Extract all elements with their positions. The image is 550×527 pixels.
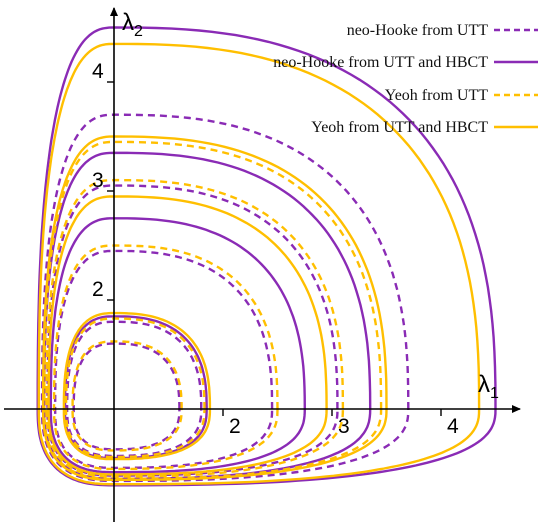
legend-label-2: Yeoh from UTT [385, 87, 488, 104]
y-tick-label-2: 4 [92, 60, 104, 83]
y-tick-label-0: 2 [92, 278, 104, 301]
series-1-curve-0 [63, 315, 208, 460]
legend: neo-Hooke from UTT neo-Hooke from UTT and… [273, 22, 538, 136]
x-tick-label-0: 2 [229, 415, 241, 438]
legend-item-3: Yeoh from UTT and HBCT [311, 119, 538, 136]
series-2-curve-2 [52, 244, 279, 471]
series-3-curve-3 [37, 42, 481, 486]
legend-item-0: neo-Hooke from UTT [347, 22, 538, 39]
y-tick-label-1: 3 [92, 169, 104, 192]
legend-item-2: Yeoh from UTT [385, 87, 538, 104]
series-0-curve-3 [46, 184, 339, 477]
series-0-curve-1 [65, 320, 203, 458]
x-tick-label-2: 4 [447, 415, 459, 438]
series-3 [37, 42, 481, 486]
series-2-curve-0 [71, 340, 183, 452]
series-2 [42, 140, 383, 481]
series-3-curve-0 [62, 311, 212, 461]
series-2-curve-3 [45, 178, 345, 478]
legend-label-1: neo-Hooke from UTT and HBCT [273, 54, 488, 71]
legend-label-3: Yeoh from UTT and HBCT [311, 119, 488, 136]
legend-label-0: neo-Hooke from UTT [347, 22, 489, 39]
series-0-curve-0 [72, 342, 181, 451]
x-tick-label-1: 3 [338, 415, 350, 438]
axes-layer: 2 3 4 2 3 4 λ1 λ2 [4, 7, 521, 522]
x-axis-label: λ1 [478, 371, 499, 402]
y-axis-label: λ2 [122, 9, 143, 40]
series-2-curve-1 [64, 317, 206, 459]
series-2-curve-4 [42, 140, 383, 481]
legend-item-1: neo-Hooke from UTT and HBCT [273, 54, 538, 71]
